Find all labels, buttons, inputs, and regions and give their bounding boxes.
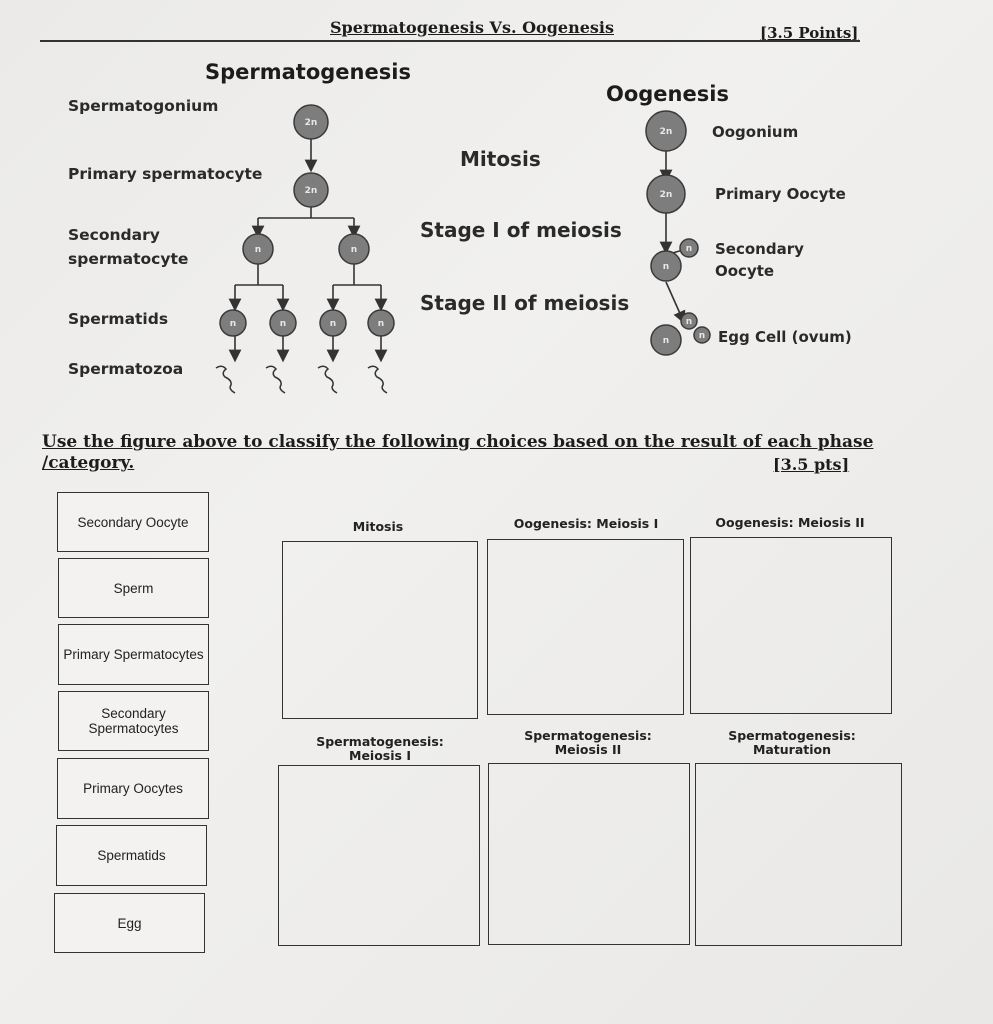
label-primary-spermatocyte: Primary spermatocyte [68,165,263,183]
svg-text:n: n [330,319,336,329]
worksheet-title: Spermatogenesis Vs. Oogenesis [330,18,614,37]
svg-text:2n: 2n [305,118,318,128]
choice-primary-oocytes[interactable]: Primary Oocytes [57,758,209,819]
stage-meiosis-1: Stage I of meiosis [420,218,622,242]
svg-text:n: n [663,262,669,272]
svg-text:n: n [280,319,286,329]
dropzone-spermatogenesis-meiosis-1[interactable] [278,765,480,946]
svg-text:n: n [255,245,261,255]
label-secondary-oocyte-1: Secondary [715,240,804,258]
dropzone-spermatogenesis-maturation[interactable] [695,763,902,946]
svg-text:n: n [686,317,692,327]
choice-sperm[interactable]: Sperm [58,558,209,618]
svg-text:n: n [351,245,357,255]
instructions: Use the figure above to classify the fol… [42,432,873,474]
choice-secondary-spermatocytes[interactable]: Secondary Spermatocytes [58,691,209,751]
label-oogonium: Oogonium [712,123,799,141]
dropzone-mitosis[interactable] [282,541,478,719]
gametogenesis-diagram: 2n 2n n n n n n n 2n 2n n n n n n [215,104,711,394]
header-rule [40,40,860,42]
svg-text:2n: 2n [660,127,673,137]
instructions-points: [3.5 pts] [773,455,850,474]
label-secondary-spermatocyte-1: Secondary [68,226,160,244]
choice-secondary-oocyte[interactable]: Secondary Oocyte [57,492,209,552]
instructions-line-2: /category. [42,453,135,473]
category-label-mitosis: Mitosis [352,519,404,534]
svg-text:n: n [699,331,705,341]
label-primary-oocyte: Primary Oocyte [715,185,846,203]
svg-text:n: n [230,319,236,329]
svg-text:n: n [663,336,669,346]
label-egg-cell: Egg Cell (ovum) [718,328,852,346]
category-label-oogenesis-meiosis-1: Oogenesis: Meiosis I [513,516,659,531]
category-label-spermatogenesis-meiosis-1: Spermatogenesis: Meiosis I [316,734,444,763]
label-secondary-oocyte-2: Oocyte [715,262,775,280]
svg-text:n: n [378,319,384,329]
dropzone-oogenesis-meiosis-2[interactable] [690,537,892,714]
oogenesis-heading: Oogenesis [606,82,729,106]
choice-primary-spermatocytes[interactable]: Primary Spermatocytes [58,624,209,685]
label-spermatozoa: Spermatozoa [68,360,184,378]
svg-text:2n: 2n [660,190,673,200]
dropzone-oogenesis-meiosis-1[interactable] [487,539,684,715]
category-label-spermatogenesis-maturation: Spermatogenesis: Maturation [728,728,856,757]
svg-text:n: n [686,244,692,254]
svg-text:2n: 2n [305,186,318,196]
label-spermatogonium: Spermatogonium [68,97,219,115]
spermatogenesis-heading: Spermatogenesis [205,60,411,84]
choice-spermatids[interactable]: Spermatids [56,825,207,886]
label-secondary-spermatocyte-2: spermatocyte [68,250,189,268]
category-label-oogenesis-meiosis-2: Oogenesis: Meiosis II [715,515,865,530]
label-spermatids: Spermatids [68,310,169,328]
category-label-spermatogenesis-meiosis-2: Spermatogenesis: Meiosis II [524,728,652,757]
points-label: [3.5 Points] [760,24,859,42]
stage-meiosis-2: Stage II of meiosis [420,291,630,315]
stage-mitosis: Mitosis [460,147,541,171]
dropzone-spermatogenesis-meiosis-2[interactable] [488,763,690,945]
instructions-line-1: Use the figure above to classify the fol… [42,432,874,452]
choice-egg[interactable]: Egg [54,893,205,953]
